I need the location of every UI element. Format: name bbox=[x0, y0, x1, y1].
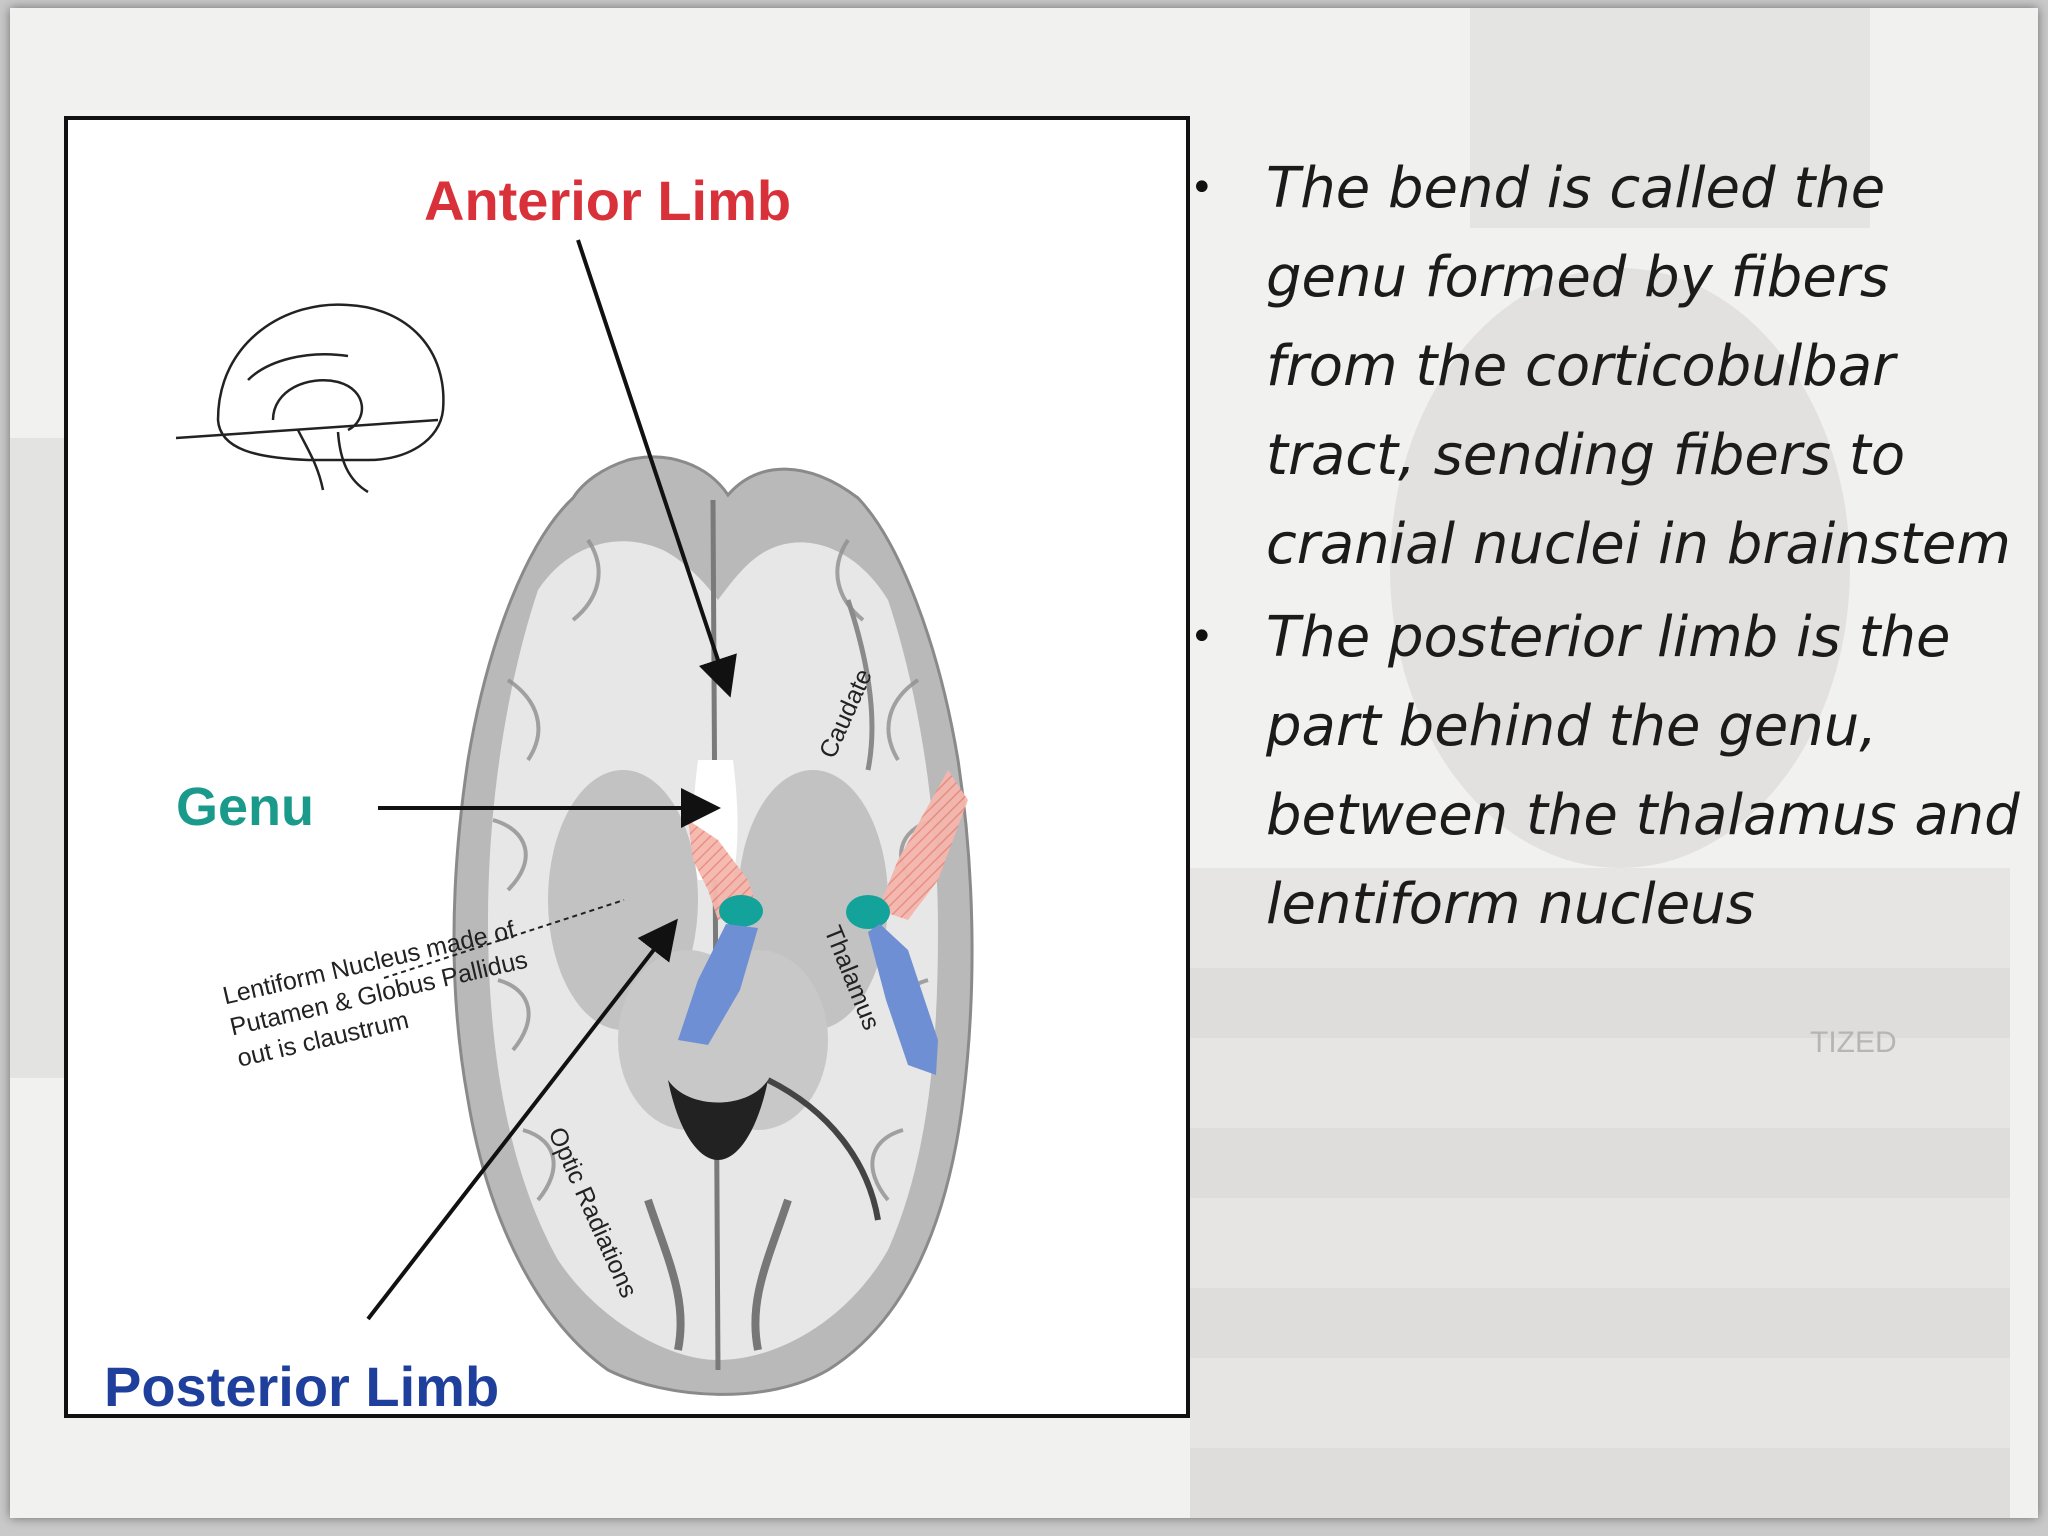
anterior-limb-arrow bbox=[576, 239, 737, 698]
brain-figure: Anterior Limb Genu Posterior Limb Lentif… bbox=[104, 169, 974, 1414]
claustrum-pointer bbox=[383, 899, 625, 979]
genu-label: Genu bbox=[176, 777, 314, 837]
brain-figure-frame: Anterior Limb Genu Posterior Limb Lentif… bbox=[64, 116, 1190, 1418]
shirt-text: TIZED bbox=[1810, 1026, 1897, 1059]
anterior-limb-highlight bbox=[688, 770, 968, 920]
brain-section bbox=[452, 455, 974, 1396]
bullet-text: The bend is called the genu formed by fi… bbox=[1266, 156, 2011, 577]
anterior-limb-label: Anterior Limb bbox=[424, 169, 791, 232]
bullet-item: • The posterior limb is the part behind … bbox=[1190, 593, 2030, 949]
bullet-list: • The bend is called the genu formed by … bbox=[1190, 144, 2030, 953]
posterior-limb-arrow bbox=[366, 918, 678, 1321]
brain-sketch-icon bbox=[175, 303, 445, 494]
genu-highlight bbox=[719, 895, 890, 929]
slide: TIZED bbox=[10, 8, 2038, 1518]
bullet-dot-icon: • bbox=[1190, 614, 1214, 660]
posterior-limb-label: Posterior Limb bbox=[104, 1355, 499, 1414]
bullet-dot-icon: • bbox=[1190, 165, 1214, 211]
bullet-item: • The bend is called the genu formed by … bbox=[1190, 144, 2030, 589]
bullet-text: The posterior limb is the part behind th… bbox=[1266, 605, 2020, 937]
posterior-limb-highlight bbox=[678, 924, 938, 1075]
